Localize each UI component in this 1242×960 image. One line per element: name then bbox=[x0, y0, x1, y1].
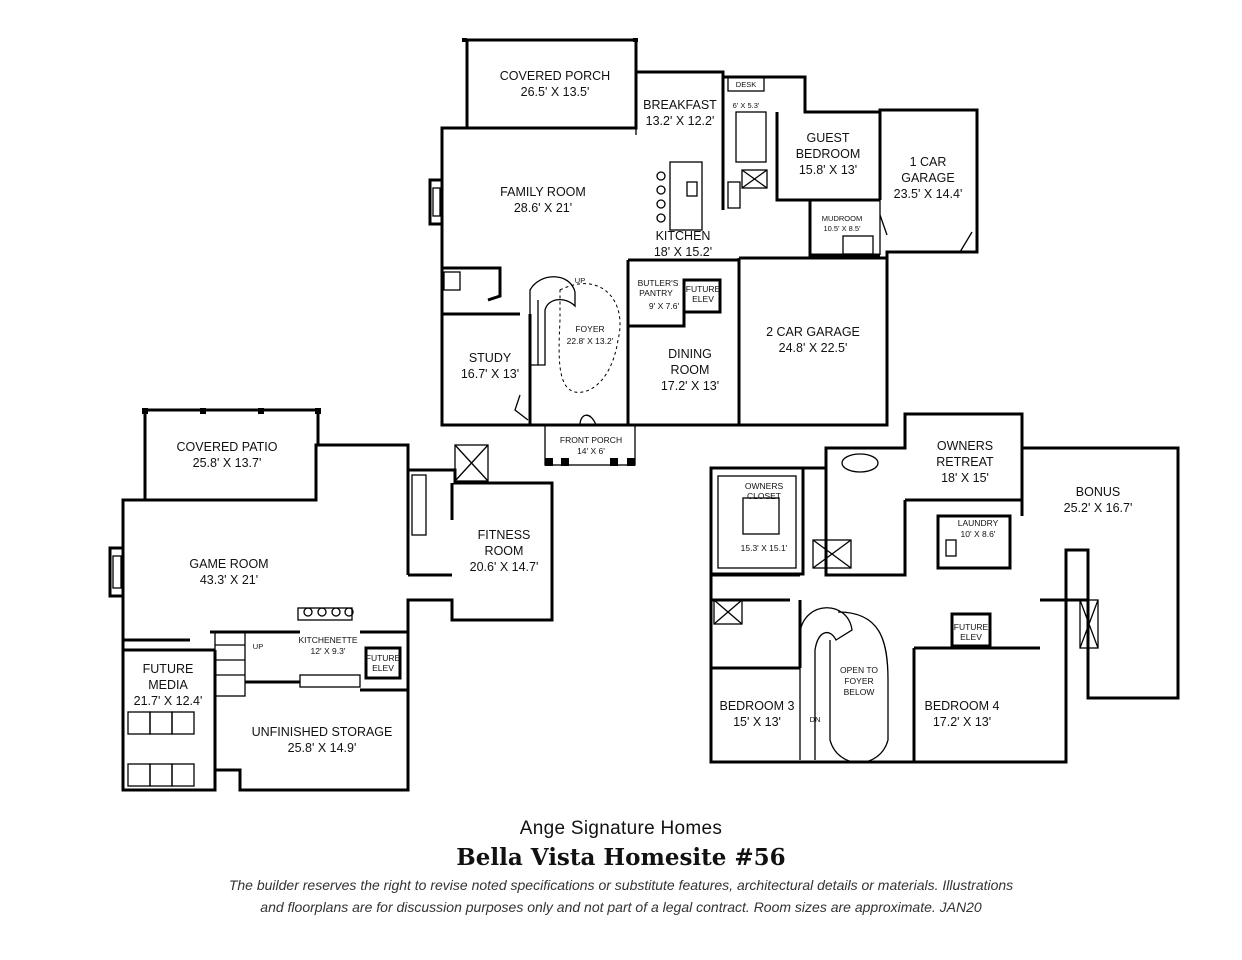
homesite-title: Bella Vista Homesite #56 bbox=[456, 844, 786, 871]
stair-down-upper: DN bbox=[810, 715, 821, 724]
room-label-owners-closet-size: 15.3' X 15.1' bbox=[741, 543, 788, 553]
disclaimer-line-1: The builder reserves the right to revise… bbox=[228, 877, 1014, 893]
stair-up-lower: UP bbox=[253, 642, 263, 651]
main-floor-plan bbox=[428, 38, 979, 466]
upper-floor-plan bbox=[709, 412, 1180, 764]
stair-up-main: UP bbox=[575, 276, 585, 285]
builder-brand: Ange Signature Homes bbox=[519, 818, 723, 839]
lower-level-plan bbox=[108, 408, 554, 792]
disclaimer-line-2: and floorplans are for discussion purpos… bbox=[260, 899, 982, 915]
